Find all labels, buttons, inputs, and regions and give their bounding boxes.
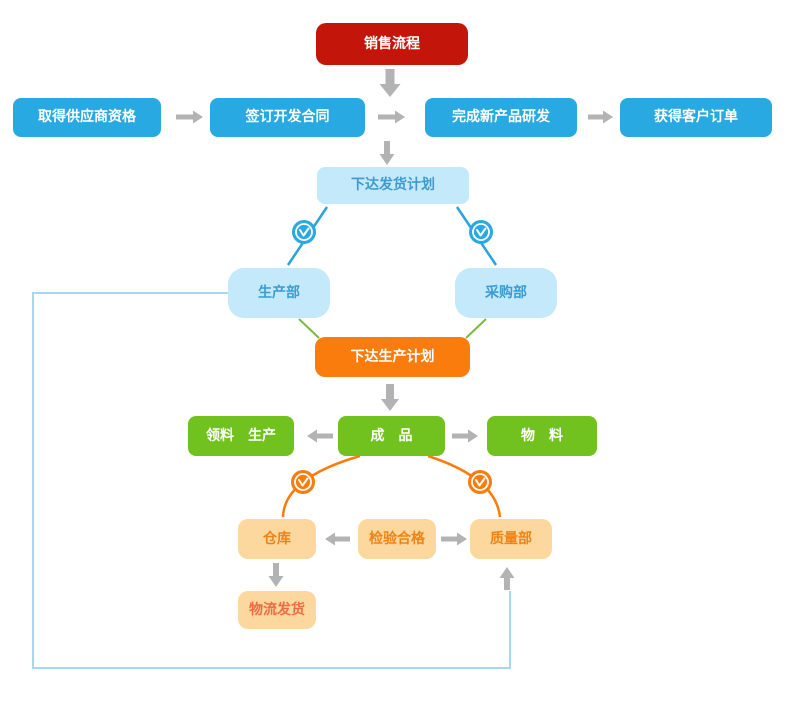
node-picking-production: 领料 生产: [188, 416, 294, 456]
node-warehouse: 仓库: [238, 519, 316, 559]
arrow-down-start: [379, 69, 401, 97]
arrow-up-loop-to-quality: [499, 567, 515, 590]
clock-icon: [292, 220, 316, 244]
node-finished-product: 成 品: [338, 416, 445, 456]
node-production-dept: 生产部: [228, 268, 330, 318]
node-quality-dept: 质量部: [470, 519, 552, 559]
clock-icon: [291, 470, 315, 494]
node-development-contract: 签订开发合同: [210, 98, 365, 137]
link-purchasing-to-plan: [465, 318, 487, 339]
node-supplier-qualification: 取得供应商资格: [13, 98, 161, 137]
arrow-down-warehouse-to-logistics: [268, 563, 284, 587]
link-production-to-plan: [298, 318, 320, 339]
arrow-right-3: [588, 110, 613, 124]
clock-icon: [468, 470, 492, 494]
arrow-left-inspection-to-warehouse: [325, 532, 350, 546]
arrow-right-2: [378, 110, 405, 124]
node-delivery-plan: 下达发货计划: [317, 167, 469, 204]
arrow-down-to-delivery-plan: [379, 141, 395, 165]
node-new-product-rnd: 完成新产品研发: [425, 98, 577, 137]
clock-icon: [469, 220, 493, 244]
arrow-left-product-to-picking: [307, 429, 333, 443]
node-sales-process: 销售流程: [316, 23, 468, 65]
arrow-right-product-to-material: [452, 429, 478, 443]
arrow-down-plan-to-product: [381, 384, 399, 411]
node-production-plan: 下达生产计划: [315, 337, 470, 377]
node-logistics-delivery: 物流发货: [238, 591, 316, 629]
node-material: 物 料: [487, 416, 597, 456]
arrow-right-1: [176, 110, 203, 124]
feedback-loop-line: [32, 292, 511, 669]
node-inspection-passed: 检验合格: [358, 519, 436, 559]
node-purchasing-dept: 采购部: [455, 268, 557, 318]
arrow-right-inspection-to-quality: [441, 532, 467, 546]
node-customer-order: 获得客户订单: [620, 98, 772, 137]
